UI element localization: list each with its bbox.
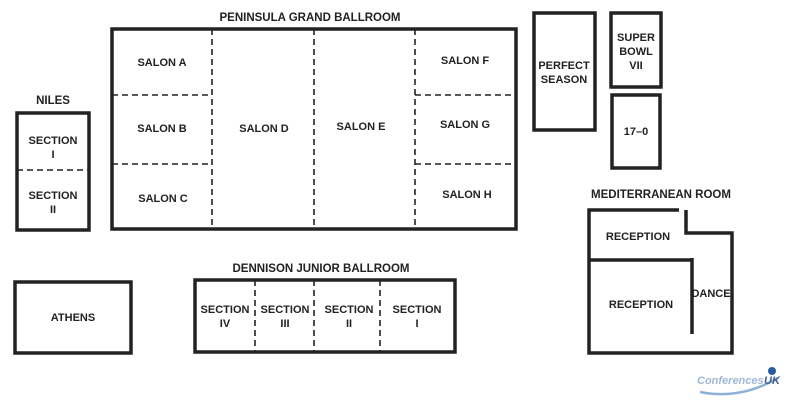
salon-c-label: SALON C [138, 193, 188, 205]
seventeen-zero-room[interactable] [610, 93, 662, 170]
super-bowl-line-3: VII [629, 60, 642, 72]
athens-label: ATHENS [51, 312, 95, 324]
dot-icon [768, 367, 776, 375]
niles-section-2-line-2: II [50, 204, 56, 216]
super-bowl-line-2: BOWL [619, 46, 653, 58]
dennison-section-1-line-2: I [415, 318, 418, 330]
peninsula-title: PENINSULA GRAND BALLROOM [219, 12, 400, 24]
dennison-section-4-line-1: SECTION [201, 304, 250, 316]
niles-section-1-line-2: I [51, 149, 54, 161]
athens-room[interactable] [13, 280, 133, 355]
reception-bottom-label: RECEPTION [609, 299, 673, 311]
dennison-ballroom[interactable] [193, 278, 457, 354]
dennison-section-2-line-1: SECTION [325, 304, 374, 316]
watermark-logo: Conferences UK [697, 367, 781, 396]
seventeen-zero-label: 17–0 [624, 126, 648, 138]
salon-h-label: SALON H [442, 189, 492, 201]
niles-section-1-line-1: SECTION [29, 135, 78, 147]
salon-f-label: SALON F [441, 55, 490, 67]
niles-section-2-line-1: SECTION [29, 190, 78, 202]
super-bowl-line-1: SUPER [617, 32, 655, 44]
salon-b-label: SALON B [137, 123, 187, 135]
dance-label: DANCE [691, 288, 730, 300]
reception-top-label: RECEPTION [606, 231, 670, 243]
perfect-season-line-2: SEASON [541, 74, 588, 86]
niles-title: NILES [36, 95, 70, 107]
perfect-season-room[interactable] [532, 11, 597, 132]
perfect-season-line-1: PERFECT [538, 60, 590, 72]
mediterranean-room[interactable] [587, 208, 734, 355]
dennison-title: DENNISON JUNIOR BALLROOM [233, 263, 410, 275]
dennison-section-3-line-1: SECTION [261, 304, 310, 316]
dennison-section-2-line-2: II [346, 318, 352, 330]
swoosh-icon [699, 376, 779, 396]
dennison-section-4-line-2: IV [220, 318, 231, 330]
dennison-section-3-line-2: III [280, 318, 289, 330]
salon-e-label: SALON E [337, 121, 386, 133]
watermark-text-2: UK [764, 375, 781, 387]
dennison-section-1-line-1: SECTION [393, 304, 442, 316]
salon-a-label: SALON A [137, 57, 186, 69]
salon-d-label: SALON D [239, 123, 289, 135]
mediterranean-title: MEDITERRANEAN ROOM [591, 189, 731, 201]
super-bowl-room[interactable] [609, 11, 663, 89]
niles-room[interactable] [15, 111, 91, 232]
salon-g-label: SALON G [440, 119, 490, 131]
watermark-text-1: Conferences [697, 375, 764, 387]
